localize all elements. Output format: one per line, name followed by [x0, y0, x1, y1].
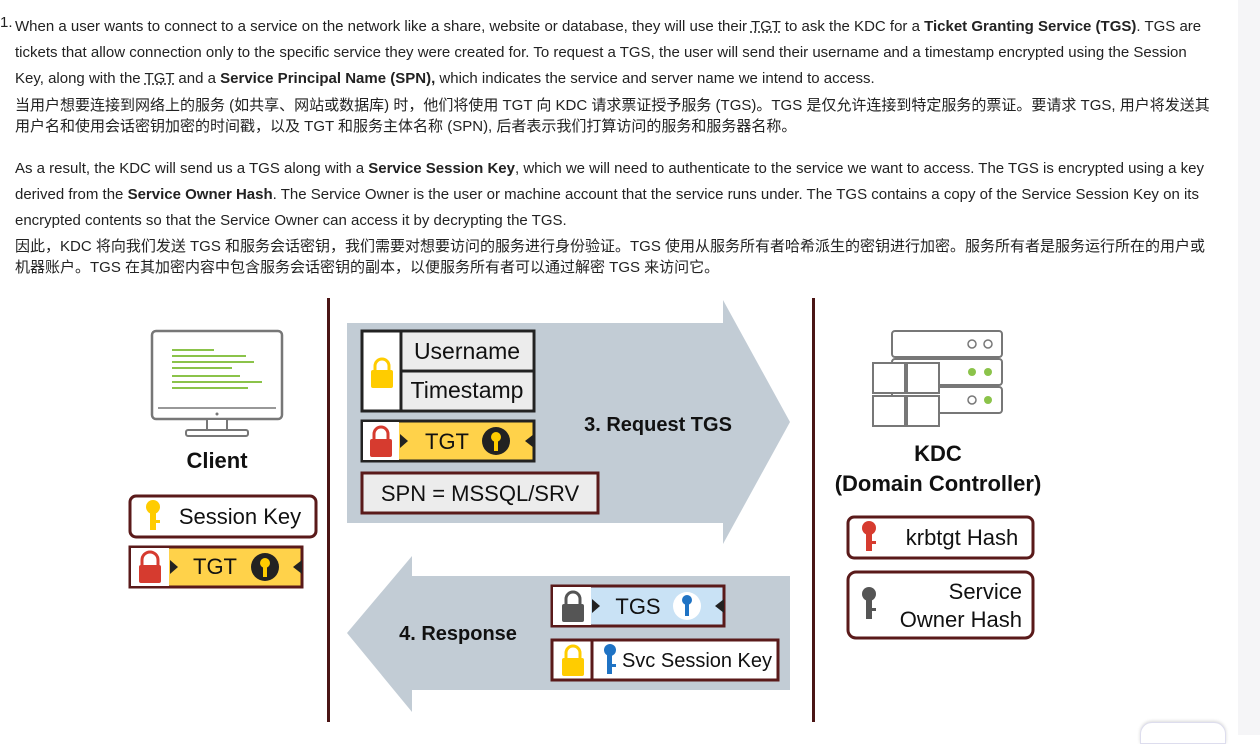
- lock-icon: [562, 644, 584, 676]
- kdc-sublabel: (Domain Controller): [835, 471, 1042, 496]
- session-key-label: Session Key: [179, 504, 301, 529]
- p1-text: which indicates the service and server n…: [435, 70, 875, 87]
- response-arrow-label: 4. Response: [399, 623, 517, 645]
- session-key-box: Session Key: [128, 494, 318, 539]
- encrypted-authenticator: Username Timestamp: [360, 329, 536, 413]
- key-seal-icon: [673, 592, 701, 620]
- floating-toolbar[interactable]: [1140, 722, 1226, 744]
- svc-session-key-label: Svc Session Key: [622, 650, 772, 672]
- username-label: Username: [414, 338, 520, 364]
- tgs-label: TGS: [615, 594, 660, 619]
- key-icon: [146, 500, 160, 530]
- service-owner-line2: Owner Hash: [900, 607, 1022, 632]
- tgt-abbr[interactable]: TGT: [144, 70, 175, 87]
- spn-box: SPN = MSSQL/SRV: [360, 471, 600, 515]
- lock-icon: [370, 425, 392, 457]
- service-owner-hash-term: Service Owner Hash: [127, 186, 273, 203]
- paragraph-2-english: As a result, the KDC will send us a TGS …: [15, 156, 1215, 234]
- service-owner-line1: Service: [949, 579, 1022, 604]
- client-tgt-label: TGT: [193, 554, 237, 579]
- timestamp-label: Timestamp: [411, 377, 524, 403]
- client-tgt-ticket: TGT: [128, 545, 304, 589]
- request-arrow-label: 3. Request TGS: [584, 414, 732, 436]
- client-label: Client: [186, 448, 248, 473]
- right-separator: [812, 298, 815, 722]
- paragraph-1-english: When a user wants to connect to a servic…: [15, 14, 1215, 92]
- krbtgt-hash-box: krbtgt Hash: [846, 515, 1035, 560]
- tgt-abbr[interactable]: TGT: [750, 18, 781, 35]
- lock-icon: [562, 590, 584, 622]
- service-session-key-term: Service Session Key: [368, 160, 515, 177]
- service-owner-hash-box: Service Owner Hash: [846, 570, 1035, 640]
- p1-text: When a user wants to connect to a servic…: [15, 18, 751, 35]
- request-tgt-label: TGT: [425, 429, 469, 454]
- paragraph-1-chinese: 当用户想要连接到网络上的服务 (如共享、网站或数据库) 时，他们将使用 TGT …: [15, 97, 1210, 135]
- kdc-label: KDC: [914, 441, 962, 466]
- key-icon: [862, 521, 876, 551]
- key-seal-icon: [251, 553, 279, 581]
- p2-text: As a result, the KDC will send us a TGS …: [15, 160, 369, 177]
- key-icon: [604, 644, 616, 674]
- list-number: 1.: [0, 14, 13, 31]
- key-icon: [862, 587, 876, 619]
- tgs-term: Ticket Granting Service (TGS): [924, 18, 1137, 35]
- p2-text: . The Service Owner is the user or machi…: [15, 186, 1199, 229]
- p2-text: , which we will need to authenticate to …: [15, 160, 1204, 203]
- left-separator: [327, 298, 330, 722]
- spn-label: SPN = MSSQL/SRV: [381, 481, 580, 506]
- p1-text: . TGS are tickets that allow connection …: [15, 18, 1202, 87]
- client-monitor-icon: [150, 329, 284, 437]
- kdc-server-icon: [872, 330, 1003, 427]
- tgs-ticket: TGS: [550, 584, 726, 628]
- svc-session-key-box: Svc Session Key: [550, 638, 780, 682]
- spn-term: Service Principal Name (SPN),: [220, 70, 436, 87]
- request-tgt-ticket: TGT: [360, 419, 536, 463]
- scrollbar-track[interactable]: [1238, 0, 1260, 735]
- lock-icon: [139, 550, 161, 583]
- paragraph-2-chinese: 因此，KDC 将向我们发送 TGS 和服务会话密钥，我们需要对想要访问的服务进行…: [15, 238, 1206, 276]
- p1-text: and a: [174, 70, 221, 87]
- lock-icon: [371, 357, 393, 388]
- key-seal-icon: [482, 427, 510, 455]
- krbtgt-hash-label: krbtgt Hash: [906, 525, 1019, 550]
- p1-text: to ask the KDC for a: [780, 18, 925, 35]
